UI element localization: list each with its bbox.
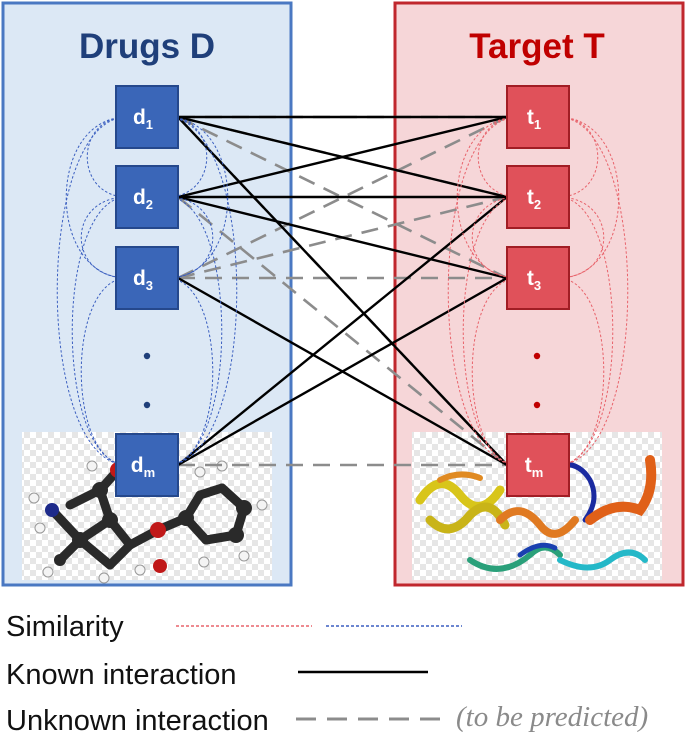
drug-node-1: d1 [115,85,179,149]
target-panel-title: Target T [469,27,604,66]
drug-node-2: d2 [115,165,179,229]
target-node-label: tm [525,454,544,480]
drug-similarity-arc [80,277,128,466]
drug-node-letter: d [133,267,146,290]
unknown-interaction-d3-t1 [177,115,508,280]
target-similarity-arc [557,277,605,466]
drug-similarity-arc [80,196,128,279]
target-node-label: t3 [527,267,541,293]
target-node-letter: t [527,186,534,209]
target-similarity-arc [471,277,519,466]
drug-ellipsis [143,352,151,409]
legend-similarity-label: Similarity [6,611,124,643]
drug-node-subscript: 1 [146,117,153,132]
known-interaction-d2-t1 [177,115,508,199]
drug-node-3: d3 [115,246,179,310]
drug-node-label: d3 [133,267,153,293]
unknown-interaction-d1-t3 [177,115,508,280]
target-node-1: t1 [506,85,570,149]
drug-similarity-arc [166,277,214,466]
target-ellipsis [533,352,541,409]
known-interaction-d1-tm [177,116,508,466]
known-interaction-lines [177,115,508,467]
target-similarity-arc [471,196,519,279]
drug-node-letter: d [133,186,146,209]
target-similarity-arc [557,116,620,279]
target-node-subscript: m [532,465,544,480]
target-node-subscript: 1 [534,117,541,132]
drug-node-letter: d [131,454,144,477]
legend-unknown-note: (to be predicted) [456,701,648,733]
drug-node-box [115,433,179,497]
target-node-letter: t [525,454,532,477]
drug-node-subscript: 3 [146,278,153,293]
known-interaction-d2-t3 [177,195,508,280]
known-interaction-dm-t2 [177,196,508,466]
target-node-subscript: 2 [534,197,541,212]
target-node-box [506,85,570,149]
drug-node-box [115,85,179,149]
target-node-letter: t [527,267,534,290]
target-similarity-arcs [447,116,629,466]
target-node-2: t2 [506,165,570,229]
known-interaction-dm-t3 [177,276,508,467]
drug-node-subscript: m [144,465,156,480]
target-similarity-arc [477,116,519,198]
drug-node-box [115,165,179,229]
target-node-letter: t [527,106,534,129]
legend-unknown-label: Unknown interaction [6,705,269,737]
drug-similarity-arc [166,116,229,279]
drug-node-label: dm [131,454,155,480]
target-node-3: t3 [506,246,570,310]
drug-similarity-arc [166,116,208,198]
drug-node-m: dm [115,433,179,497]
target-node-label: t2 [527,186,541,212]
drug-node-subscript: 2 [146,197,153,212]
unknown-interaction-d2-tm [177,195,508,467]
legend: Similarity Known interaction Unknown int… [6,611,648,737]
drug-similarity-arcs [56,116,238,466]
drug-similarity-arc [166,196,214,279]
drug-similarity-arc [65,116,128,279]
drug-node-box [115,246,179,310]
drugs-panel-title: Drugs D [79,27,215,66]
target-node-box [506,165,570,229]
target-node-m: tm [506,433,570,497]
target-similarity-arc [557,196,605,279]
drug-similarity-arc [86,116,128,198]
target-node-subscript: 3 [534,278,541,293]
target-similarity-arc [557,116,599,198]
target-node-label: t1 [527,106,541,132]
target-node-box [506,433,570,497]
target-node-box [506,246,570,310]
drug-node-label: d2 [133,186,153,212]
legend-known-label: Known interaction [6,659,237,691]
drug-node-label: d1 [133,106,153,132]
target-similarity-arc [456,116,519,279]
drug-node-letter: d [133,106,146,129]
